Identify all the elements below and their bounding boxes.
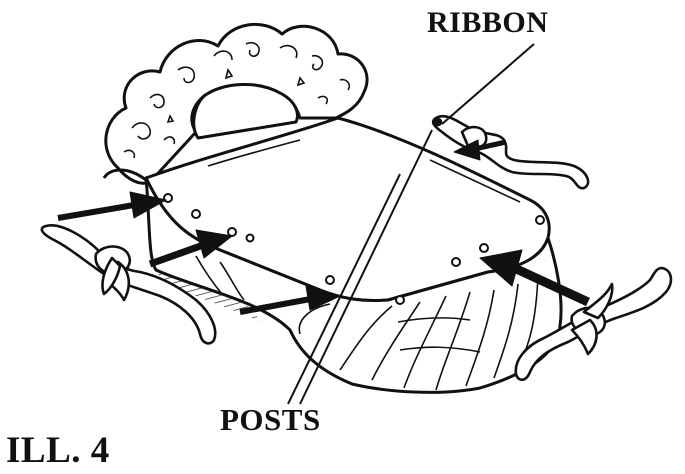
post (536, 216, 544, 224)
ribbon-leader (442, 44, 534, 124)
post (480, 244, 488, 252)
post (247, 235, 254, 242)
post (396, 296, 404, 304)
post (326, 276, 334, 284)
ribbon-label: RIBBON (427, 8, 548, 38)
post (228, 228, 236, 236)
illustration-number: ILL. 4 (6, 432, 110, 469)
post (192, 210, 200, 218)
post (452, 258, 460, 266)
posts-label: POSTS (220, 404, 321, 435)
